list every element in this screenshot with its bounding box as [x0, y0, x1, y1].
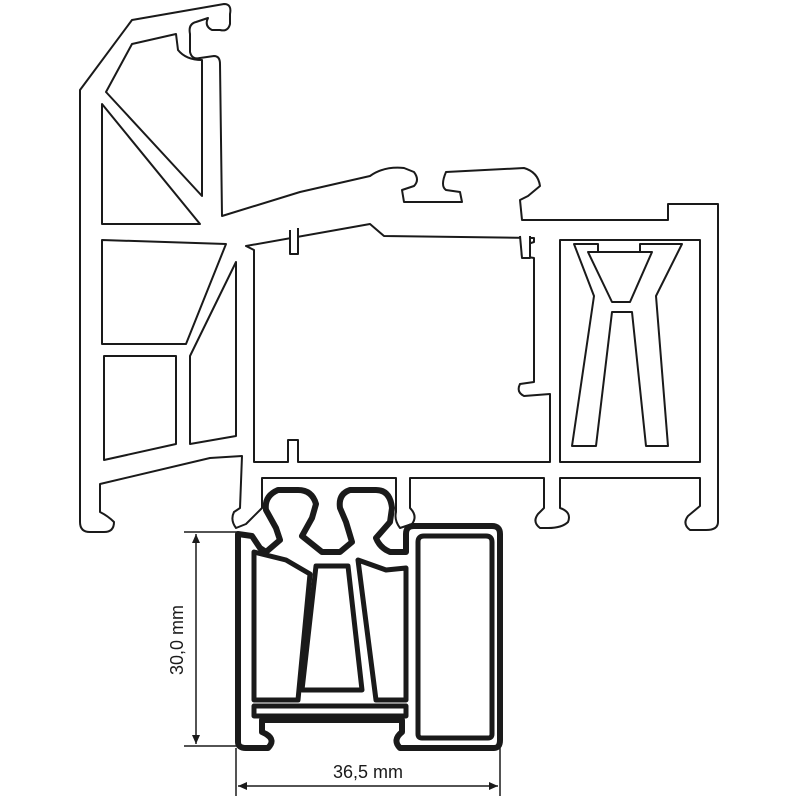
aluminium-right-box — [415, 533, 495, 741]
aluminium-center-web — [299, 563, 365, 693]
aluminium-left-channel — [251, 549, 313, 703]
frame-chamber-diagonal — [105, 33, 203, 197]
frame-notch-right — [519, 235, 531, 259]
height-dimension — [184, 531, 238, 747]
frame-chamber-left-mid — [101, 239, 227, 345]
frame-inner-cross-core — [587, 251, 653, 303]
frame-chamber-main — [245, 223, 551, 463]
aluminium-profile — [235, 487, 503, 751]
width-dimension — [235, 748, 501, 796]
frame-profile — [79, 3, 719, 533]
aluminium-right-channel — [355, 557, 409, 703]
aluminium-profile-body — [235, 487, 503, 751]
frame-chamber-wedge — [189, 261, 237, 445]
height-dimension-label: 30,0 mm — [167, 605, 187, 675]
width-dimension-label: 36,5 mm — [333, 762, 403, 782]
frame-chamber-upper-triangle — [101, 103, 201, 225]
aluminium-bottom-web — [251, 703, 409, 719]
frame-notch-top — [289, 228, 299, 255]
frame-chamber-left-low — [103, 355, 177, 461]
